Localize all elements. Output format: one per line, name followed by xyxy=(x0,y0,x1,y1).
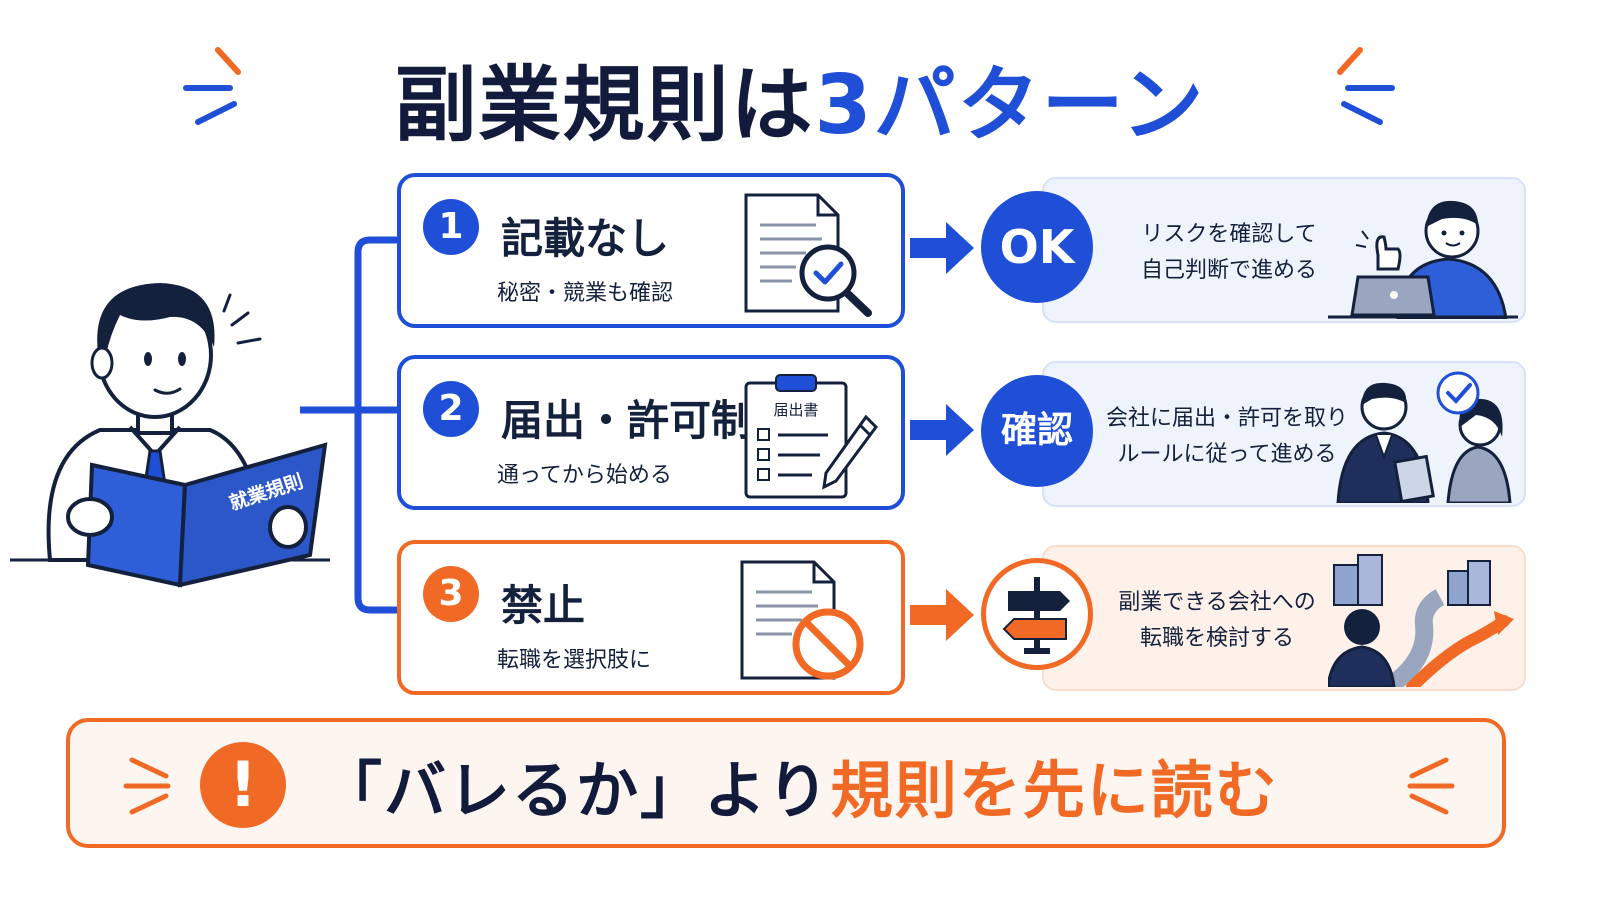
arrow-right-icon xyxy=(910,589,974,641)
exclamation-icon: ! xyxy=(200,742,286,828)
pattern-number-2: 2 xyxy=(423,381,479,437)
branch-connectors xyxy=(300,236,397,614)
pattern-number-1: 1 xyxy=(423,199,479,255)
page-title: 副業規則は3パターン xyxy=(0,38,1600,153)
pattern-subtitle-1: 秘密・競業も確認 xyxy=(497,281,674,306)
banner-text-dark: 「バレるか」より xyxy=(320,754,831,827)
banner-message: 「バレるか」より規則を先に読む xyxy=(320,740,1279,830)
result-3-line-2: 転職を検討する xyxy=(1139,626,1294,651)
result-text-3: 副業できる会社への 転職を検討する xyxy=(1102,585,1332,657)
clipboard-label: 届出書 xyxy=(773,402,818,419)
result-badge-signpost xyxy=(981,558,1093,670)
result-2-line-2: ルールに従って進める xyxy=(1117,442,1337,467)
pattern-card-2: 2 届出・許可制 通ってから始める 届出書 xyxy=(397,355,905,510)
pattern-subtitle-2: 通ってから始める xyxy=(497,463,672,488)
clipboard-pen-icon: 届出書 xyxy=(744,374,878,499)
title-burst-right-icon xyxy=(1337,47,1395,125)
result-text-2: 会社に届出・許可を取り ルールに従って進める xyxy=(1102,401,1352,473)
two-people-consulting-illustration xyxy=(1336,371,1512,503)
result-text-1: リスクを確認して 自己判断で進める xyxy=(1114,217,1344,289)
result-1-line-2: 自己判断で進める xyxy=(1140,258,1317,283)
pattern-title-3: 禁止 xyxy=(501,581,586,630)
pattern-number-3: 3 xyxy=(423,566,479,622)
person-laptop-thumbsup-illustration xyxy=(1328,200,1518,319)
result-panel-1: リスクを確認して 自己判断で進める xyxy=(1042,177,1526,323)
result-badge-confirm: 確認 xyxy=(981,375,1093,487)
result-panel-2: 会社に届出・許可を取り ルールに従って進める xyxy=(1042,361,1526,507)
result-3-line-1: 副業できる会社への xyxy=(1118,590,1316,615)
banner-burst-right-icon xyxy=(1407,757,1455,815)
key-message-banner: ! 「バレるか」より規則を先に読む xyxy=(66,718,1506,848)
reader-illustration: 就業規則 xyxy=(10,283,330,588)
title-main: 副業規則は xyxy=(394,58,815,153)
career-change-path-illustration xyxy=(1328,554,1514,687)
pattern-card-3: 3 禁止 転職を選択肢に xyxy=(397,540,905,695)
banner-text-accent: 規則を先に読む xyxy=(830,754,1279,827)
pattern-title-2: 届出・許可制 xyxy=(501,396,754,445)
pattern-title-1: 記載なし xyxy=(501,214,670,263)
title-accent: 3パターン xyxy=(814,58,1206,153)
result-1-line-1: リスクを確認して xyxy=(1141,222,1317,247)
result-2-line-1: 会社に届出・許可を取り xyxy=(1105,406,1348,431)
arrow-right-icon xyxy=(910,404,974,456)
arrow-right-icon xyxy=(910,222,974,274)
pattern-subtitle-3: 転職を選択肢に xyxy=(497,648,652,673)
pattern-card-1: 1 記載なし 秘密・競業も確認 xyxy=(397,173,905,328)
document-prohibited-icon xyxy=(740,560,864,680)
result-badge-ok: OK xyxy=(981,191,1093,303)
title-burst-left-icon xyxy=(183,47,241,125)
document-magnifier-check-icon xyxy=(744,193,872,317)
banner-burst-left-icon xyxy=(123,757,171,815)
signpost-icon xyxy=(1002,577,1070,654)
result-panel-3: 副業できる会社への 転職を検討する xyxy=(1042,545,1526,691)
